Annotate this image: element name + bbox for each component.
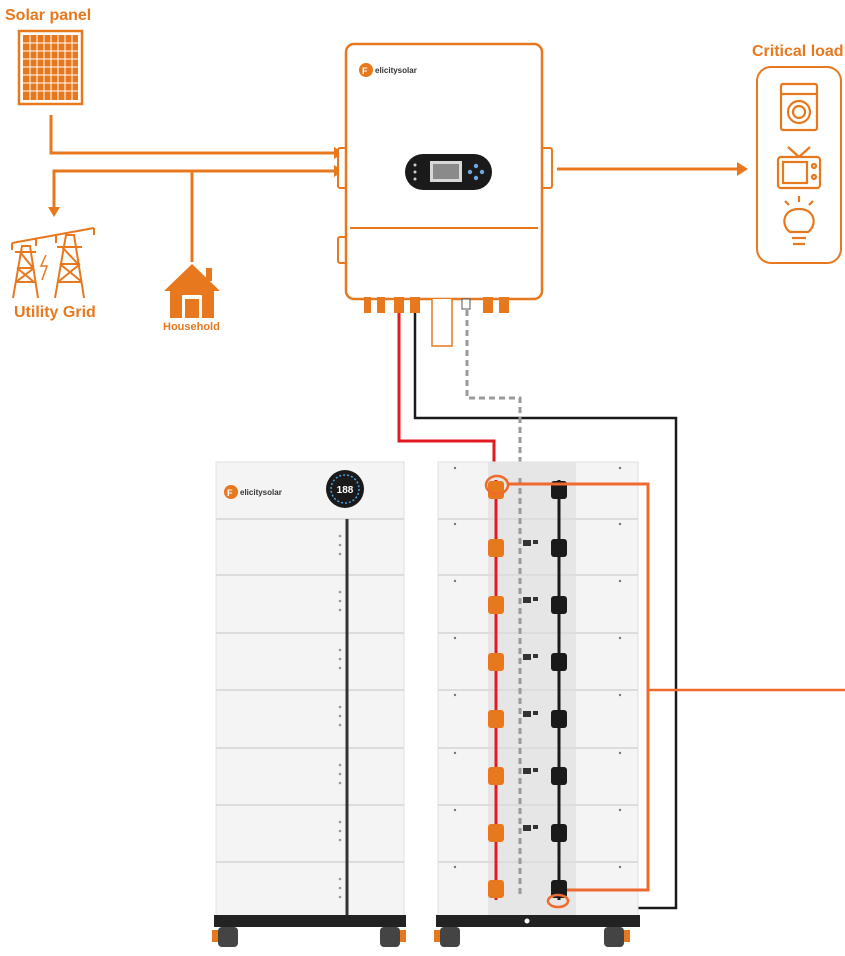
household-icon [164, 264, 220, 318]
battery-module-connectors [488, 481, 567, 898]
light-bulb-icon [783, 196, 815, 246]
battery-stack-rear [434, 461, 845, 947]
wheel-icon [218, 927, 238, 947]
inverter-brand-logo: elicitysolar [375, 66, 417, 75]
solar-panel-label: Solar panel [5, 7, 91, 24]
wheel-icon [604, 927, 624, 947]
critical-load-panel [756, 66, 842, 264]
household-label: Household [163, 321, 220, 333]
utility-grid-pylon-icon [11, 227, 95, 299]
utility-grid-label: Utility Grid [14, 304, 96, 321]
battery-link-cable [507, 482, 650, 892]
solar-panel-icon [17, 29, 84, 106]
communication-cable [465, 310, 522, 478]
tv-icon [776, 146, 822, 190]
washing-machine-icon [779, 82, 819, 132]
battery-display-value: 188 [337, 485, 354, 496]
critical-load-label: Critical load [752, 43, 844, 60]
inverter-to-load-line [557, 162, 748, 176]
svg-text:F: F [227, 488, 233, 498]
inverter-unit: F elicitysolar [337, 42, 553, 347]
wheel-icon [440, 927, 460, 947]
solar-to-inverter-line [49, 115, 344, 159]
svg-text:F: F [362, 66, 368, 76]
battery-positive-cable [397, 313, 496, 478]
battery-stack-front: F elicitysolar 188 [212, 461, 406, 947]
grid-to-inverter-line [48, 165, 344, 262]
wheel-icon [380, 927, 400, 947]
battery-brand-logo: elicitysolar [240, 488, 282, 497]
